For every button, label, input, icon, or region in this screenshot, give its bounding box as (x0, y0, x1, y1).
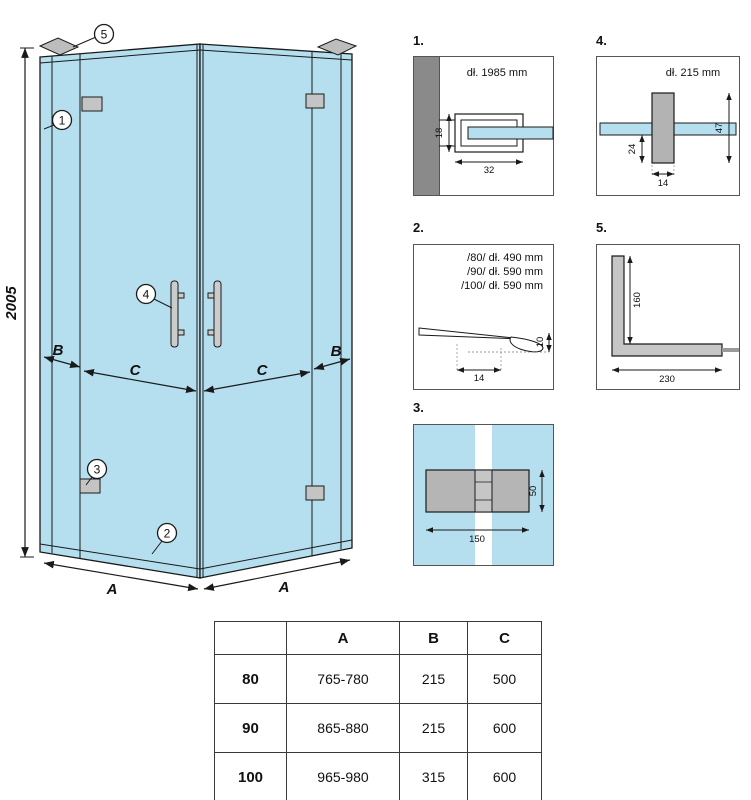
cell-a: 965-980 (286, 752, 400, 800)
handle-right-bar (213, 280, 222, 348)
detail-3-dim-50: 50 (528, 486, 539, 497)
row-size: 80 (214, 654, 287, 704)
detail-2-length-90: /90/ dł. 590 mm (467, 266, 543, 278)
cell-a: 865-880 (286, 703, 400, 753)
dim-a-right-label: A (278, 579, 290, 596)
callout-5-circle (93, 23, 115, 45)
dim-c-right-label: C (257, 362, 269, 379)
callout-3-number: 3 (94, 463, 101, 477)
table-header-a: A (286, 621, 400, 655)
seal-lip (509, 336, 544, 353)
detail-2-dim-14: 14 (474, 373, 485, 384)
cell-c: 600 (467, 703, 542, 753)
top-left-bracket (38, 37, 80, 56)
detail-4-length-label: dł. 215 mm (666, 67, 720, 79)
detail-1-wall-profile: dł. 1985 mm 18 32 (413, 56, 554, 196)
cell-c: 500 (467, 654, 542, 704)
main-enclosure-diagram: 2005 B C C B A A 5 1 4 3 (3, 23, 358, 598)
table-header-row: A B C (214, 621, 542, 655)
hinge-bottom-left (79, 478, 101, 494)
table-header-b: B (399, 621, 468, 655)
cell-a: 765-780 (286, 654, 400, 704)
detail-3-hinge: 150 50 (413, 424, 554, 566)
callouts: 5 1 4 3 2 (43, 23, 178, 555)
top-right-bracket (316, 38, 358, 56)
dim-b-left-label: B (53, 342, 64, 359)
cell-b: 315 (399, 752, 468, 800)
callout-5-number: 5 (101, 28, 108, 42)
height-dimension-label: 2005 (3, 286, 20, 321)
cell-b: 215 (399, 654, 468, 704)
table-row-80: 80 765-780 215 500 (214, 654, 542, 704)
detail-1-dim-32: 32 (484, 165, 495, 176)
dim-a-left-label: A (106, 581, 118, 598)
table-row-90: 90 865-880 215 600 (214, 703, 542, 753)
callout-4-number: 4 (143, 288, 150, 302)
detail-5-dim-160: 160 (632, 292, 643, 308)
handle-left-bar (170, 280, 179, 348)
detail-4-dim-14: 14 (658, 178, 669, 189)
seal-blade (418, 327, 524, 340)
l-profile (611, 255, 723, 357)
row-size: 90 (214, 703, 287, 753)
detail-5-number: 5. (596, 220, 607, 235)
right-glass-wall (199, 43, 353, 579)
table-row-100: 100 965-980 315 600 (214, 752, 542, 800)
detail-4-dim-24: 24 (627, 144, 638, 155)
dim-c-left-label: C (130, 362, 142, 379)
detail-2-seal: /80/ dł. 490 mm /90/ dł. 590 mm /100/ dł… (413, 244, 554, 390)
wall-brackets (38, 37, 358, 56)
detail-2-length-80: /80/ dł. 490 mm (467, 252, 543, 264)
detail-3-number: 3. (413, 400, 424, 415)
hinges (79, 93, 325, 501)
hinge-top-right (305, 93, 325, 109)
hinge-top-left (81, 96, 103, 112)
detail-5-dim-230: 230 (659, 374, 675, 385)
size-table: A B C 80 765-780 215 500 90 865-880 215 … (214, 621, 542, 800)
door-handles (170, 280, 222, 348)
detail-3-dim-150: 150 (469, 534, 485, 545)
table-header-c: C (467, 621, 542, 655)
callout-2-number: 2 (164, 527, 171, 541)
hinge-knuckle (474, 469, 493, 513)
dimension-lines (20, 47, 351, 592)
detail-4-dim-47: 47 (714, 123, 725, 134)
glass-pane (467, 126, 554, 140)
dim-b-right-label: B (331, 343, 342, 360)
detail-4-number: 4. (596, 33, 607, 48)
row-size: 100 (214, 752, 287, 800)
glass-panels (39, 43, 353, 579)
callout-4-circle (135, 283, 157, 305)
cell-c: 600 (467, 752, 542, 800)
detail-2-length-100: /100/ dł. 590 mm (461, 280, 543, 292)
hinge-bottom-right (305, 485, 325, 501)
detail-1-dim-18: 18 (434, 128, 445, 139)
wall-section (413, 56, 440, 196)
callout-3-circle (86, 458, 108, 480)
detail-5-support-arm: 160 230 (596, 244, 740, 390)
table-corner-cell (214, 621, 287, 655)
callout-2-circle (156, 522, 178, 544)
handle-block (651, 92, 675, 164)
detail-2-dim-10: 10 (535, 337, 546, 348)
detail-4-handle: dł. 215 mm 24 47 14 (596, 56, 740, 196)
callout-1-circle (51, 109, 73, 131)
detail-1-length-label: dł. 1985 mm (467, 67, 528, 79)
callout-1-number: 1 (59, 114, 66, 128)
cell-b: 215 (399, 703, 468, 753)
support-rod (722, 348, 739, 352)
detail-2-number: 2. (413, 220, 424, 235)
detail-1-number: 1. (413, 33, 424, 48)
